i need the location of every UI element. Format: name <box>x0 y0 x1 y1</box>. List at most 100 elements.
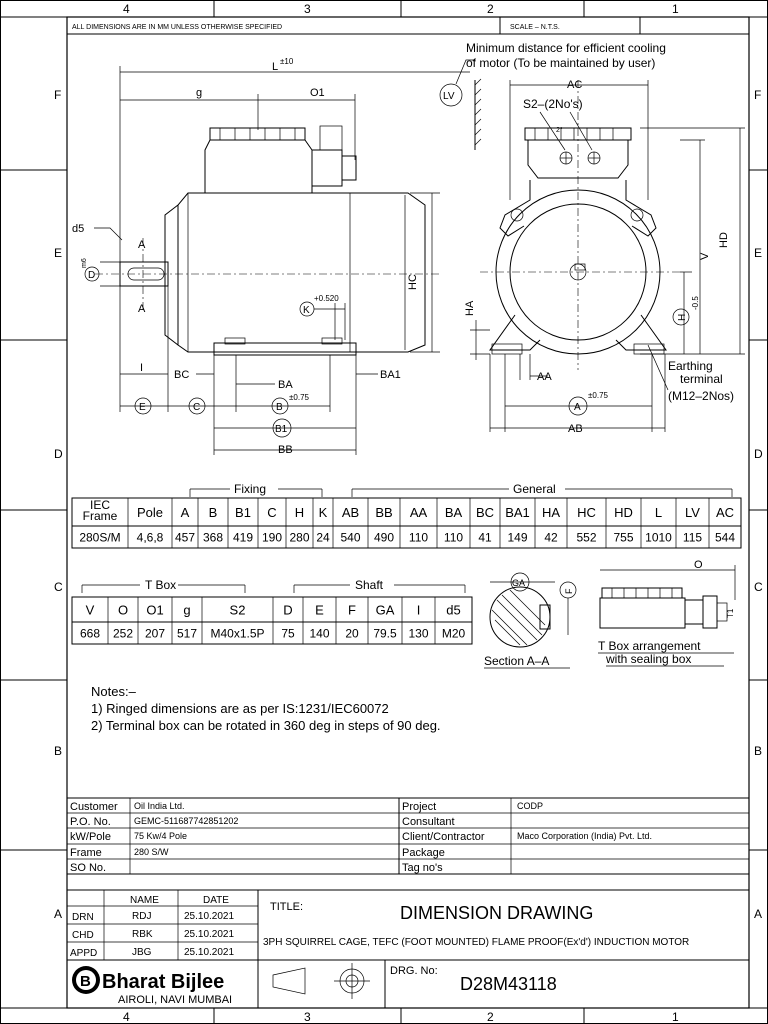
col-label-2: 2 <box>487 2 494 16</box>
main-header-11: BA <box>445 505 463 520</box>
row-label-F-right: F <box>754 88 761 102</box>
info-label-tag: Tag no's <box>402 862 443 874</box>
info-value-frame: 280 S/W <box>134 847 169 857</box>
tbox-value-6: 140 <box>309 627 329 641</box>
main-value-17: 1010 <box>645 531 672 545</box>
dim-O: O <box>694 559 703 571</box>
dim-H: H <box>677 314 688 321</box>
tbox-value-0: 668 <box>80 627 100 641</box>
tbox-value-2: 207 <box>145 627 165 641</box>
main-header-0: Frame <box>83 509 118 523</box>
row-label-A: A <box>54 907 62 921</box>
main-value-5: 190 <box>262 531 282 545</box>
lv-wall: LV Minimum distance for efficient coolin… <box>439 41 666 150</box>
main-header-12: BC <box>476 505 494 520</box>
earthing-line2: terminal <box>680 372 723 386</box>
dim-L: L <box>272 61 278 73</box>
main-header-14: HA <box>542 505 560 520</box>
row-label-C: C <box>54 580 63 594</box>
main-header-0: IEC <box>90 498 110 512</box>
title-label: TITLE: <box>270 901 303 913</box>
main-header-16: HD <box>614 505 633 520</box>
row-label-E: E <box>54 246 62 260</box>
role-drn: DRN <box>72 912 94 923</box>
cooling-note-line1: Minimum distance for efficient cooling <box>466 41 666 55</box>
main-value-1: 4,6,8 <box>137 531 164 545</box>
main-header-13: BA1 <box>505 505 530 520</box>
main-header-10: AA <box>410 505 428 520</box>
dim-K: K <box>303 305 310 316</box>
drawing-subtitle: 3PH SQUIRREL CAGE, TEFC (FOOT MOUNTED) F… <box>263 937 689 948</box>
date-appd: 25.10.2021 <box>184 947 234 958</box>
col-label-3-bottom: 3 <box>304 1010 311 1024</box>
dim-S2: S2–(2No's) <box>523 97 583 111</box>
tbox-caption-line1: T Box arrangement <box>598 639 701 653</box>
dim-d5: d5 <box>72 223 84 235</box>
main-value-10: 110 <box>409 531 428 545</box>
dim-HD: HD <box>718 232 730 248</box>
row-label-E-right: E <box>754 246 762 260</box>
main-header-2: A <box>181 505 190 520</box>
info-label-po: P.O. No. <box>70 816 111 828</box>
tbox-header-3: g <box>183 603 190 618</box>
dim-D: D <box>88 270 95 281</box>
main-value-3: 368 <box>203 531 223 545</box>
info-label-frame: Frame <box>70 847 102 859</box>
tbox-value-10: M20 <box>442 627 466 641</box>
dim-F: F <box>564 588 574 594</box>
row-label-F: F <box>54 88 61 102</box>
main-value-18: 115 <box>683 531 702 545</box>
project-info-table: Customer Oil India Ltd. P.O. No. GEMC-51… <box>67 797 749 875</box>
front-view-dimensions: AC S2–(2No's) 2° HD V H -0.5 HA Earthing… <box>464 79 745 435</box>
main-value-7: 24 <box>316 531 330 545</box>
notes: Notes:– 1) Ringed dimensions are as per … <box>91 684 441 733</box>
dim-T1: T1 <box>726 608 735 618</box>
main-value-0: 280S/M <box>79 531 120 545</box>
company-name: Bharat Bijlee <box>102 971 224 993</box>
name-appd: JBG <box>132 947 152 958</box>
company-location: AIROLI, NAVI MUMBAI <box>118 994 232 1006</box>
date-drn: 25.10.2021 <box>184 911 234 922</box>
drg-number: D28M43118 <box>460 974 557 994</box>
info-label-customer: Customer <box>70 801 118 813</box>
tbox-header-1: O <box>118 603 128 618</box>
tbox-caption-line2: with sealing box <box>605 652 691 666</box>
dim-BC: BC <box>174 369 189 381</box>
tbox-value-8: 79.5 <box>373 627 397 641</box>
tbox-value-7: 20 <box>345 627 359 641</box>
notes-title: Notes:– <box>91 684 137 699</box>
dim-HC: HC <box>407 274 419 290</box>
group-fixing: Fixing <box>234 482 266 496</box>
tbox-header-6: E <box>315 603 324 618</box>
dim-angle: 2° <box>556 126 563 134</box>
row-label-B: B <box>54 744 62 758</box>
motor-side-view <box>95 125 440 356</box>
row-label-A-right: A <box>754 907 762 921</box>
main-value-8: 540 <box>340 531 360 545</box>
info-label-client: Client/Contractor <box>402 831 485 843</box>
row-label-D-right: D <box>754 447 763 461</box>
tbox-header-5: D <box>283 603 292 618</box>
main-value-15: 552 <box>576 531 596 545</box>
col-label-2-bottom: 2 <box>487 1010 494 1024</box>
dim-BA: BA <box>278 379 293 391</box>
group-general: General <box>513 482 556 496</box>
info-value-po: GEMC-511687742851202 <box>134 816 238 826</box>
dim-AC: AC <box>567 79 582 91</box>
main-value-11: 110 <box>444 531 463 545</box>
dim-LV: LV <box>443 91 455 102</box>
dim-O1: O1 <box>310 87 325 99</box>
info-value-kw: 75 Kw/4 Pole <box>134 831 187 841</box>
tbox-value-3: 517 <box>177 627 197 641</box>
earthing-line1: Earthing <box>668 359 713 373</box>
dim-HA: HA <box>464 300 476 316</box>
dim-C-bubble <box>188 397 206 415</box>
main-value-2: 457 <box>175 531 195 545</box>
dim-C: C <box>193 402 200 413</box>
dim-V: V <box>699 252 711 260</box>
dim-H-tol: -0.5 <box>691 296 700 310</box>
tbox-value-4: M40x1.5P <box>210 627 264 641</box>
dim-m6: m6 <box>81 258 88 268</box>
note-2: 2) Terminal box can be rotated in 360 de… <box>91 718 441 733</box>
row-label-D: D <box>54 447 63 461</box>
